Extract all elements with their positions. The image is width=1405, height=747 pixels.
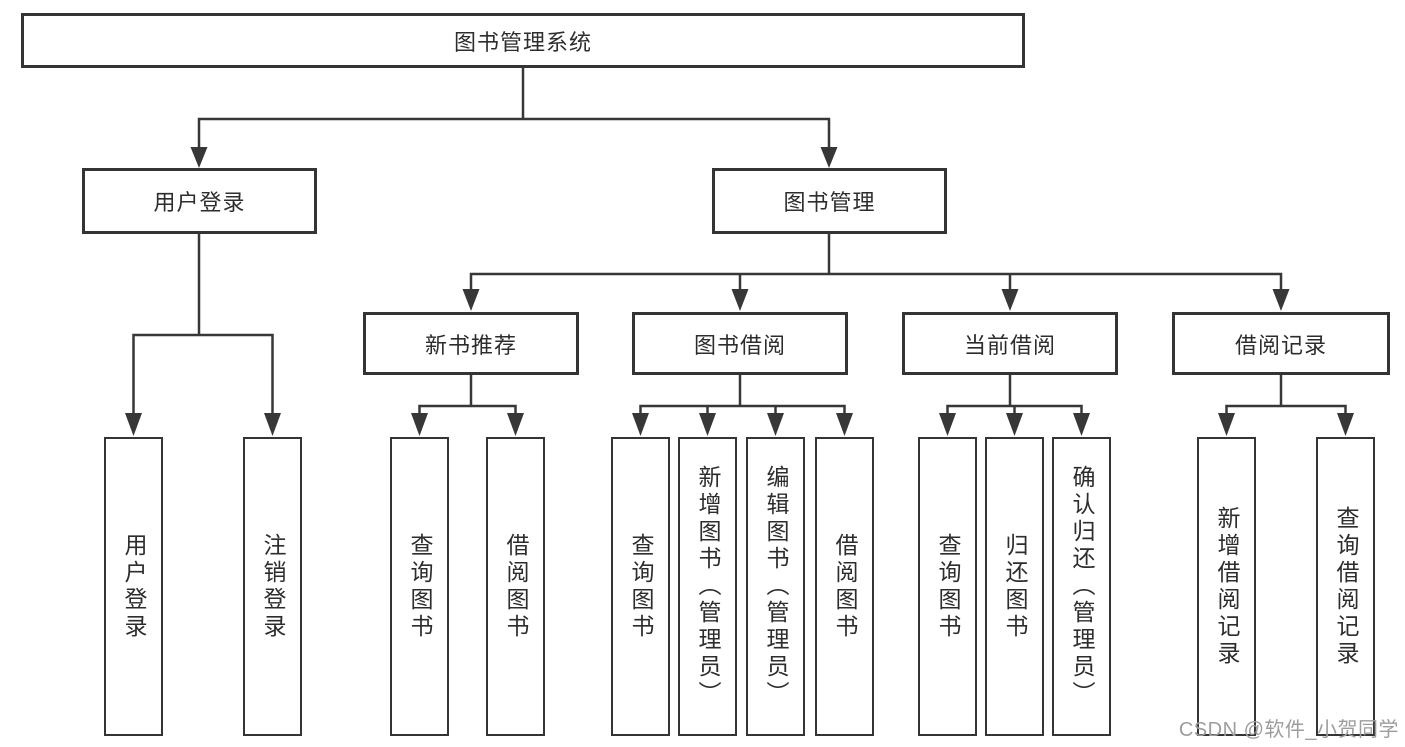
node-user-login-branch: 用户登录 (82, 168, 317, 234)
arrow-to-bb-borrow (836, 413, 853, 436)
arrow-to-borrow-records (1272, 289, 1290, 311)
node-leaf-borrow-query: 查询图书 (611, 437, 670, 736)
node-new-book-recommend: 新书推荐 (363, 312, 579, 375)
node-book-manage-branch: 图书管理 (712, 168, 947, 234)
node-leaf-newbook-query: 查询图书 (390, 437, 449, 736)
arrow-to-cb-return (1006, 413, 1023, 436)
node-leaf-borrow-borrow: 借阅图书 (815, 437, 874, 736)
node-leaf-current-return: 归还图书 (985, 437, 1044, 736)
arrow-to-user-login (190, 147, 208, 168)
node-leaf-logout: 注销登录 (243, 437, 302, 736)
arrow-to-new-book-rec (462, 289, 480, 311)
node-leaf-newbook-borrow: 借阅图书 (486, 437, 545, 736)
line-borrowrecords-bus (1225, 404, 1347, 413)
node-leaf-borrow-add-admin: 新增图书（管理员） (678, 437, 737, 736)
arrow-to-bb-query (632, 413, 649, 436)
csdn-watermark: CSDN @软件_小贺同学 (1178, 719, 1399, 741)
arrow-to-br-add (1218, 413, 1235, 436)
arrow-to-cb-confirm (1073, 413, 1090, 436)
node-leaf-current-confirm-admin: 确认归还（管理员） (1052, 437, 1111, 736)
node-leaf-current-query: 查询图书 (918, 437, 977, 736)
arrow-to-current-borrow (1001, 289, 1019, 311)
line-root-bus (197, 117, 831, 147)
arrow-to-book-borrow (731, 289, 749, 311)
arrowheads (125, 147, 1354, 436)
node-leaf-record-add: 新增借阅记录 (1197, 437, 1256, 736)
node-root-system: 图书管理系统 (21, 13, 1025, 68)
connector-paths (132, 66, 1347, 413)
node-current-borrow: 当前借阅 (902, 312, 1118, 375)
arrow-to-ul-login (125, 413, 142, 436)
arrow-to-cb-query (939, 413, 956, 436)
arrow-to-bb-edit (767, 413, 784, 436)
node-leaf-record-query: 查询借阅记录 (1316, 437, 1375, 736)
line-newbook-bus (418, 404, 517, 413)
node-book-borrow: 图书借阅 (632, 312, 848, 375)
arrow-to-bb-add (699, 413, 716, 436)
arrow-to-nb-borrow (507, 413, 524, 436)
arrow-to-nb-query (411, 413, 428, 436)
line-userlogin-bus (132, 333, 274, 413)
line-bookmanage-bus (469, 272, 1283, 289)
line-bookborrow-bus (639, 404, 846, 413)
node-leaf-user-login: 用户登录 (104, 437, 163, 736)
node-leaf-borrow-edit-admin: 编辑图书（管理员） (746, 437, 805, 736)
arrow-to-book-manage (820, 147, 838, 168)
node-borrow-records: 借阅记录 (1172, 312, 1390, 375)
arrow-to-ul-logout (264, 413, 281, 436)
arrow-to-br-query (1337, 413, 1354, 436)
